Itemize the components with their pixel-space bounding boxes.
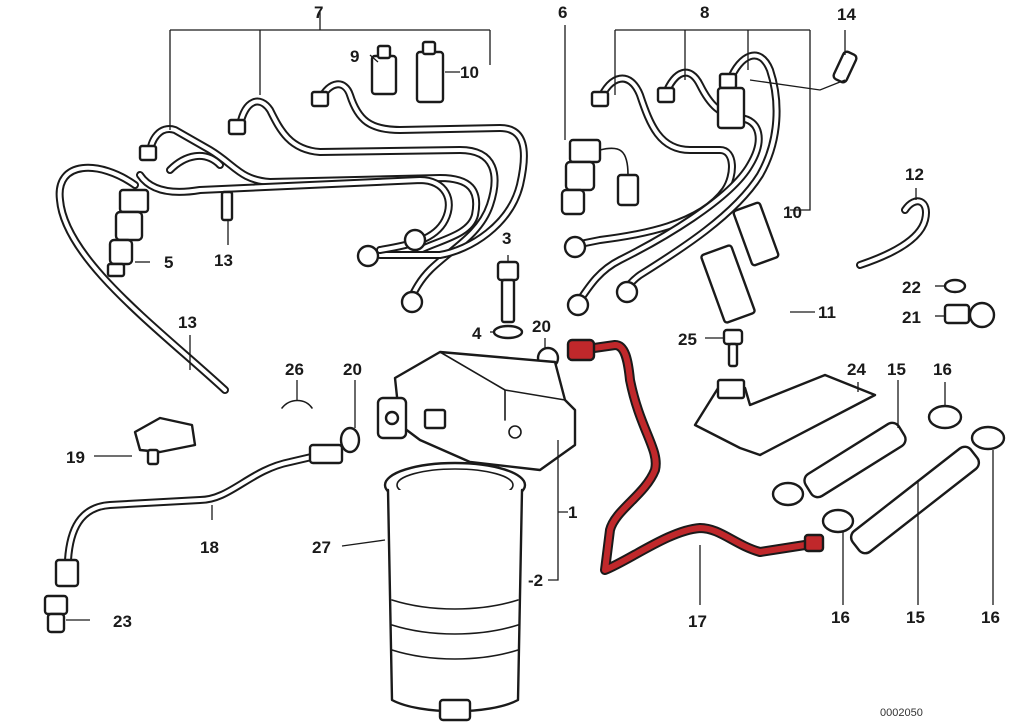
callout-12: 12 (905, 165, 924, 184)
hose-clamp-16-b[interactable] (970, 425, 1006, 451)
clamp-10-right[interactable] (732, 201, 780, 267)
callout-16-bottom-b: 16 (981, 608, 1000, 627)
callout-2: -2 (528, 571, 543, 590)
injection-lines-right[interactable] (563, 51, 781, 317)
o-ring-20-left[interactable] (339, 426, 361, 454)
callout-1: 1 (568, 503, 577, 522)
callout-22: 22 (902, 278, 921, 297)
callout-13-long: 13 (178, 313, 197, 332)
callout-9: 9 (350, 47, 359, 66)
callout-15-bottom: 15 (906, 608, 925, 627)
bolt-25[interactable] (722, 328, 744, 368)
callout-19: 19 (66, 448, 85, 467)
connector-23[interactable] (43, 594, 69, 634)
drawing-code: 0002050 (880, 707, 923, 719)
connector-21[interactable] (943, 301, 996, 329)
nut-22[interactable] (943, 278, 967, 294)
clamp-9[interactable] (370, 44, 398, 96)
callout-10-top: 10 (460, 63, 479, 82)
callout-8: 8 (700, 3, 709, 22)
callout-11: 11 (818, 303, 836, 322)
hose-15-upper[interactable] (801, 420, 908, 500)
bracket-19[interactable] (133, 416, 197, 466)
injection-lines-left[interactable] (136, 80, 528, 314)
clip-26[interactable] (281, 399, 313, 409)
hose-clamp-16-d[interactable] (771, 481, 805, 507)
callout-27: 27 (312, 538, 331, 557)
callout-20-left: 20 (343, 360, 362, 379)
hose-clamp-16-a[interactable] (927, 404, 963, 430)
callout-21: 21 (902, 308, 921, 327)
injector-nozzle-right[interactable] (560, 138, 640, 216)
callout-labels: 7 9 10 6 8 14 12 10 5 13 3 22 21 11 13 4… (66, 3, 1000, 719)
hose-clamp-16-c[interactable] (821, 508, 855, 534)
clamp-10-top[interactable] (415, 40, 445, 104)
injector-nozzle-left[interactable] (106, 188, 150, 278)
callout-5: 5 (164, 253, 173, 272)
callout-17: 17 (688, 612, 707, 631)
callout-20-top: 20 (532, 317, 551, 336)
callout-18: 18 (200, 538, 219, 557)
leak-off-hose[interactable] (55, 152, 234, 394)
callout-16-bottom-a: 16 (831, 608, 850, 627)
callout-16-top: 16 (933, 360, 952, 379)
callout-7: 7 (314, 3, 323, 22)
bracket-24[interactable] (693, 373, 877, 457)
sleeve-14[interactable] (832, 50, 858, 84)
fuel-filter-cartridge[interactable] (383, 461, 527, 722)
bolt-3[interactable] (496, 260, 520, 324)
washer-4[interactable] (492, 324, 524, 340)
callout-23: 23 (113, 612, 132, 631)
hose-15-lower[interactable] (848, 444, 982, 557)
callout-4: 4 (472, 324, 482, 343)
callout-25: 25 (678, 330, 697, 349)
callout-13-short: 13 (214, 251, 233, 270)
callout-3: 3 (502, 229, 511, 248)
callout-15-top: 15 (887, 360, 906, 379)
callout-14: 14 (837, 5, 856, 24)
fuel-line-18[interactable] (54, 443, 344, 588)
callout-24: 24 (847, 360, 866, 379)
fuel-line-17-highlighted[interactable] (566, 338, 825, 575)
callout-26: 26 (285, 360, 304, 379)
clamp-11[interactable] (700, 244, 756, 324)
hose-12[interactable] (856, 197, 930, 269)
callout-6: 6 (558, 3, 567, 22)
fuel-filter-housing[interactable] (376, 350, 577, 472)
leader-lines (66, 12, 994, 621)
callout-10-right: 10 (783, 203, 802, 222)
